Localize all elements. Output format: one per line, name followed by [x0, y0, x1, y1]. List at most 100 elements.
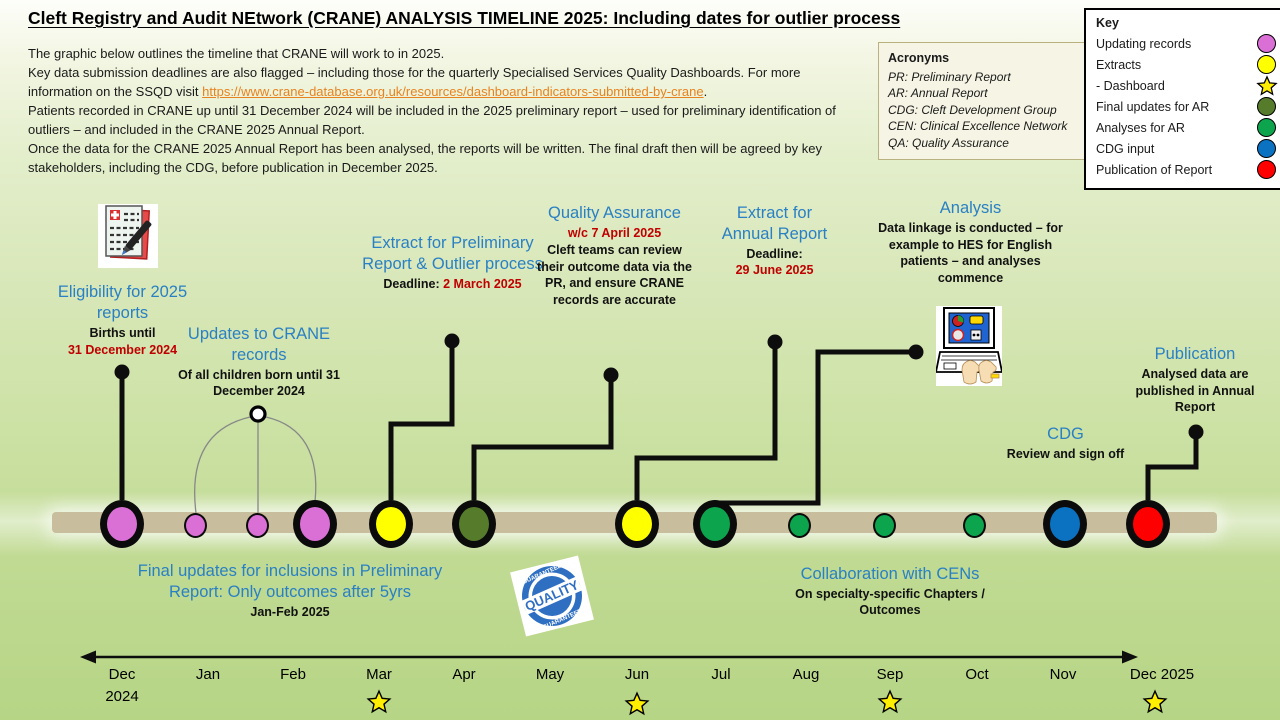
eligibility-connector-dot: [114, 364, 130, 380]
updating-records-swatch: [1257, 34, 1276, 53]
legend-label: Updating records: [1096, 36, 1192, 51]
analyses-swatch: [1257, 118, 1276, 137]
intro-line-2-end: .: [703, 84, 708, 99]
month-jun: Jun: [624, 666, 650, 683]
deadline-label: Deadline:: [383, 277, 444, 292]
node-jul-analyses: [693, 500, 737, 548]
node-sep-analyses-minor: [873, 513, 896, 538]
medical-record-icon: [98, 204, 158, 268]
event-cdg-body: Review and sign off: [1006, 447, 1125, 462]
acronyms-box: Acronyms PR: Preliminary Report AR: Annu…: [878, 42, 1094, 160]
dashboard-star-icon: [1256, 74, 1278, 96]
intro-paragraphs: The graphic below outlines the timeline …: [28, 44, 868, 177]
intro-line-4: Once the data for the CRANE 2025 Annual …: [28, 141, 822, 175]
event-updates-sub: Of all children born until 31 December 2…: [178, 368, 340, 399]
legend-row-final-updates: Final updates for AR: [1096, 96, 1278, 117]
month-nov: Nov: [1049, 666, 1077, 683]
event-analysis-body: Data linkage is conducted – for example …: [878, 221, 1063, 285]
intro-line-1: The graphic below outlines the timeline …: [28, 46, 445, 61]
event-qa: Quality Assurance w/c 7 April 2025 Cleft…: [537, 203, 692, 308]
node-feb-updating-minor: [246, 513, 269, 538]
event-collaboration: Collaboration with CENs On specialty-spe…: [765, 564, 1015, 619]
extract-ar-connector: [634, 349, 778, 500]
intro-line-2-text: Key data submission deadlines are also f…: [28, 65, 801, 99]
event-eligibility-date: 31 December 2024: [67, 343, 178, 358]
event-updates-title: Updates to CRANE records: [187, 325, 331, 365]
event-extract-ar-deadline: 29 June 2025: [735, 263, 814, 278]
legend-row-publication: Publication of Report: [1096, 159, 1278, 180]
dashboard-star-icon: [877, 689, 903, 714]
legend-label: - Dashboard: [1096, 78, 1165, 93]
month-sep: Sep: [876, 666, 904, 683]
legend-row-extracts: Extracts: [1096, 54, 1278, 75]
event-final-updates: Final updates for inclusions in Prelimin…: [110, 561, 470, 620]
dashboard-star-icon: [1142, 689, 1168, 714]
event-collaboration-sub: On specialty-specific Chapters / Outcome…: [795, 587, 985, 618]
month-aug: Aug: [792, 666, 820, 683]
legend-label: Final updates for AR: [1096, 99, 1210, 114]
event-eligibility-title: Eligibility for 2025 reports: [57, 283, 188, 323]
node-dec25-publication: [1126, 500, 1170, 548]
month-mar: Mar: [366, 666, 392, 683]
node-nov-cdg: [1043, 500, 1087, 548]
page-title: Cleft Registry and Audit NEtwork (CRANE)…: [28, 8, 901, 28]
computer-analysis-icon: [936, 306, 1002, 386]
event-extract-pr-deadline: Deadline: 2 March 2025: [360, 276, 545, 292]
node-apr-final-updates: [452, 500, 496, 548]
legend-label: Extracts: [1096, 57, 1142, 72]
event-cdg: CDG Review and sign off: [1003, 424, 1128, 463]
final-updates-swatch: [1257, 97, 1276, 116]
event-final-updates-sub: Jan-Feb 2025: [250, 605, 330, 620]
acronym-ar: AR: Annual Report: [888, 86, 988, 100]
acronyms-title: Acronyms: [888, 51, 950, 65]
qa-connector-dot: [603, 367, 619, 383]
event-eligibility-sub: Births until: [89, 326, 156, 341]
extract-pr-connector-dot: [444, 333, 460, 349]
qa-connector: [471, 382, 614, 500]
node-jan-updating-minor: [184, 513, 207, 538]
legend-label: Analyses for AR: [1096, 120, 1185, 135]
event-analysis: Analysis Data linkage is conducted – for…: [878, 198, 1063, 286]
ssqd-link[interactable]: https://www.crane-database.org.uk/resour…: [202, 84, 704, 99]
analysis-connector: [719, 349, 909, 506]
publication-connector: [1145, 439, 1199, 500]
event-extract-ar-deadline-label: Deadline:: [746, 247, 803, 262]
node-mar-extract: [369, 500, 413, 548]
event-qa-title: Quality Assurance: [548, 204, 681, 222]
dashboard-star-icon: [624, 691, 650, 716]
event-collaboration-title: Collaboration with CENs: [800, 565, 980, 583]
event-publication-title: Publication: [1154, 345, 1236, 363]
event-cdg-title: CDG: [1047, 425, 1084, 443]
month-oct: Oct: [965, 666, 989, 683]
extracts-swatch: [1257, 55, 1276, 74]
event-extract-ar-title: Extract for Annual Report: [721, 204, 828, 244]
acronym-cdg: CDG: Cleft Development Group: [888, 102, 1057, 117]
cdg-input-swatch: [1257, 139, 1276, 158]
legend-row-analyses: Analyses for AR: [1096, 117, 1278, 138]
month-may: May: [535, 666, 565, 683]
event-updates: Updates to CRANE records Of all children…: [163, 324, 355, 400]
acronym-cen: CEN: Clinical Excellence Network: [888, 119, 1068, 133]
acronym-pr: PR: Preliminary Report: [888, 69, 1011, 84]
event-publication-body: Analysed data are published in Annual Re…: [1135, 367, 1255, 415]
event-qa-body: Cleft teams can review their outcome dat…: [537, 243, 692, 307]
deadline-value: 2 March 2025: [443, 277, 522, 292]
event-extract-pr: Extract for Preliminary Report & Outlier…: [360, 233, 545, 292]
dashboard-star-icon: [366, 689, 392, 714]
publication-swatch: [1257, 160, 1276, 179]
month-jul: Jul: [711, 666, 731, 683]
node-oct-analyses-minor: [963, 513, 986, 538]
legend-title: Key: [1096, 16, 1119, 30]
legend-row-cdg: CDG input: [1096, 138, 1278, 159]
event-final-updates-title: Final updates for inclusions in Prelimin…: [137, 562, 443, 602]
node-jun-extract: [615, 500, 659, 548]
legend-row-dashboard: - Dashboard: [1096, 74, 1278, 96]
month-apr: Apr: [452, 666, 476, 683]
legend-box: Key Updating records Extracts - Dashboar…: [1084, 8, 1280, 190]
legend-label: CDG input: [1096, 141, 1155, 156]
publication-connector-dot: [1188, 424, 1204, 440]
event-extract-ar: Extract for Annual Report Deadline: 29 J…: [712, 203, 837, 279]
extract-ar-connector-dot: [767, 334, 783, 350]
event-qa-date: w/c 7 April 2025: [567, 226, 662, 241]
